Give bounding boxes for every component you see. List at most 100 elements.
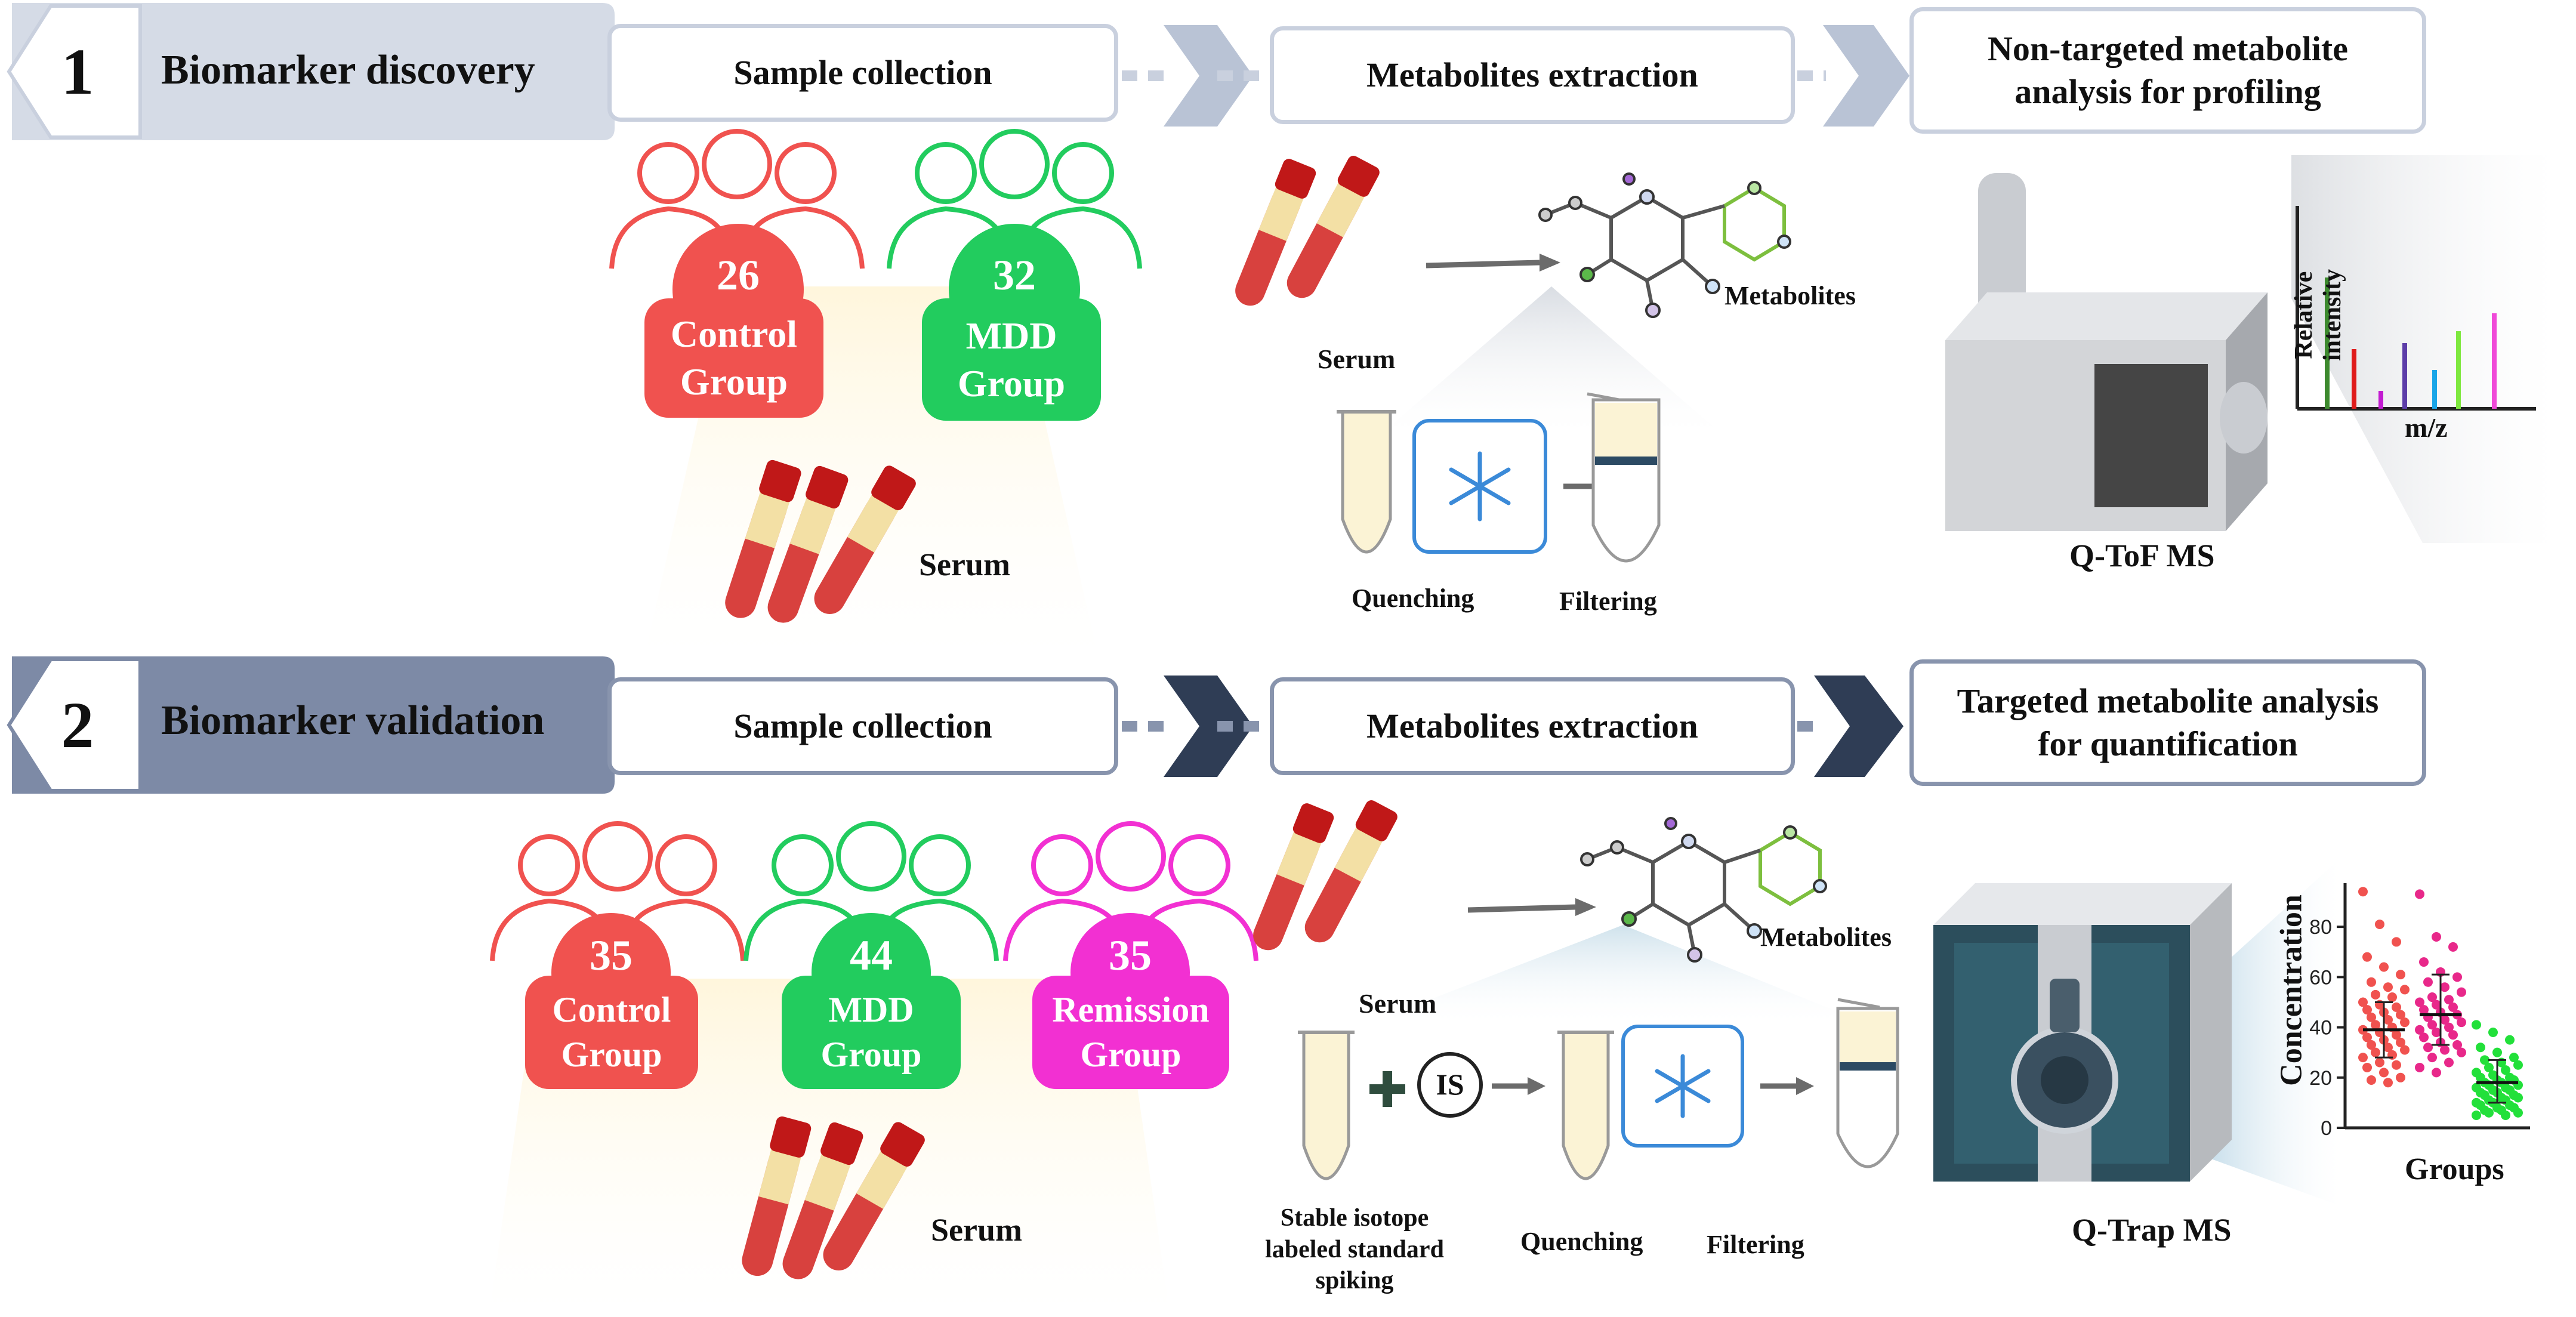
chart-point — [2432, 1028, 2441, 1037]
is-circle-icon — [1417, 1052, 1483, 1118]
stage1-qtof-instrument-icon — [1945, 155, 2554, 543]
chart-point — [2379, 1068, 2389, 1078]
chart-point — [2358, 997, 2368, 1007]
stage2-serum-tubes-icon — [1253, 800, 1397, 951]
chart-point — [2444, 1057, 2454, 1068]
stage1-banner — [7, 3, 615, 140]
stage1-quenching-label: Quenching — [1352, 584, 1474, 613]
chart-point — [2375, 1057, 2384, 1068]
chart-y-tick-label: 20 — [2309, 1067, 2332, 1090]
stage2-serum-label: Serum — [931, 1212, 1022, 1248]
chart-point — [2472, 1020, 2481, 1030]
chart-point — [2427, 1053, 2437, 1063]
chart-point — [2415, 1062, 2424, 1072]
stage1-mdd-people-icon — [887, 129, 1142, 269]
stage1-serum-tubes-icon — [1235, 156, 1380, 306]
stage1-non-targeted-analysis: Non-targeted metabolite analysis for pro… — [1909, 7, 2426, 134]
stage1-number: 1 — [61, 35, 94, 108]
chart-point — [2415, 889, 2424, 899]
stage1-spectrum-ylabel: Relative intensity — [2290, 269, 2346, 362]
stage1-spectrum-xlabel: m/z — [2405, 412, 2448, 443]
chart-point — [2505, 1035, 2515, 1045]
chart-point — [2383, 1078, 2393, 1088]
chart-point — [2432, 1068, 2441, 1078]
stage1-quenching-tube-icon — [1337, 410, 1396, 554]
stage1-filter-tube-icon — [1587, 392, 1661, 563]
stage1-serum-label: Serum — [919, 547, 1010, 582]
stage1-control-people-icon — [609, 129, 865, 269]
chart-point — [2400, 985, 2410, 995]
chart-point — [2509, 1053, 2519, 1063]
chart-point — [2472, 1110, 2481, 1120]
stage1-sample-collection: Sample collection — [607, 24, 1118, 122]
chart-point — [2444, 995, 2454, 1005]
chart-point — [2513, 1060, 2523, 1070]
stage2-blood-tubes-icon — [742, 1116, 925, 1279]
chart-point — [2358, 1053, 2368, 1063]
stage2-quenching-tube-icon — [1557, 1031, 1614, 1180]
chart-point — [2375, 919, 2384, 929]
chart-point — [2457, 1017, 2466, 1028]
chart-point — [2513, 1108, 2523, 1118]
chart-point — [2432, 932, 2441, 942]
chart-point — [2367, 1012, 2376, 1022]
stage1-flow-arrows — [1122, 25, 1909, 127]
stage2-mdd-label: MDD Group — [782, 976, 961, 1089]
chart-point — [2358, 887, 2368, 897]
chart-point — [2513, 1093, 2523, 1103]
chart-point — [2440, 982, 2449, 992]
chart-point — [2440, 1014, 2449, 1025]
stage1-filtering-label: Filtering — [1559, 587, 1657, 616]
chart-point — [2362, 1032, 2372, 1043]
chart-point — [2400, 1017, 2410, 1028]
chart-point — [2367, 1040, 2376, 1050]
stage1-metabolites-label: Metabolites — [1724, 281, 1856, 310]
chart-point — [2432, 1000, 2441, 1010]
stage1-title: Biomarker discovery — [161, 47, 535, 93]
chart-point — [2415, 997, 2424, 1007]
stage2-remission-count: 35 — [1109, 932, 1152, 979]
chart-point — [2387, 992, 2397, 1003]
stage1-extraction-serum-label: Serum — [1318, 344, 1396, 374]
stage1-control-count: 26 — [717, 251, 760, 299]
stage2-extraction-illustration — [1253, 800, 1899, 1180]
chart-point — [2476, 1043, 2485, 1053]
chart-point — [2396, 970, 2405, 980]
chart-point — [2488, 1028, 2498, 1037]
chart-point — [2484, 1062, 2494, 1072]
chart-point — [2362, 1062, 2372, 1072]
chart-point — [2448, 1002, 2458, 1012]
chart-y-tick-label: 40 — [2309, 1017, 2332, 1040]
plus-icon — [1369, 1071, 1405, 1107]
chart-point — [2423, 1043, 2433, 1053]
chart-point — [2383, 982, 2393, 992]
chart-y-tick-label: 80 — [2309, 916, 2332, 939]
chart-point — [2452, 972, 2462, 982]
stage1-spectrum-plot — [2296, 206, 2536, 411]
chart-point — [2419, 1005, 2429, 1015]
stage2-title: Biomarker validation — [161, 698, 545, 744]
chart-point — [2371, 1047, 2380, 1057]
chart-point — [2392, 937, 2401, 947]
chart-ylabel: Concentration — [2274, 895, 2309, 1086]
chart-point — [2392, 1002, 2401, 1012]
stage1-mdd-label: MDD Group — [922, 298, 1101, 421]
stage2-extraction-serum-label: Serum — [1359, 988, 1437, 1019]
stage1-instrument-label: Q-ToF MS — [2069, 538, 2215, 573]
chart-point — [2415, 1025, 2424, 1035]
stage1-control-label: Control Group — [644, 298, 823, 418]
stage1-mdd-count: 32 — [993, 251, 1036, 299]
stage2-spiking-label: Stable isotope labeled standard spiking — [1265, 1204, 1444, 1294]
stage1-extraction-illustration — [1235, 156, 1791, 563]
chart-point — [2383, 1014, 2393, 1025]
stage2-number: 2 — [61, 689, 94, 761]
stage1-metabolites-extraction: Metabolites extraction — [1270, 26, 1795, 124]
chart-point — [2392, 1030, 2401, 1040]
chart-point — [2448, 942, 2458, 952]
stage2-quenching-label: Quenching — [1520, 1227, 1643, 1256]
chart-point — [2419, 957, 2429, 967]
chart-point — [2362, 952, 2372, 962]
chart-point — [2396, 1072, 2405, 1082]
chart-point — [2444, 1022, 2454, 1032]
